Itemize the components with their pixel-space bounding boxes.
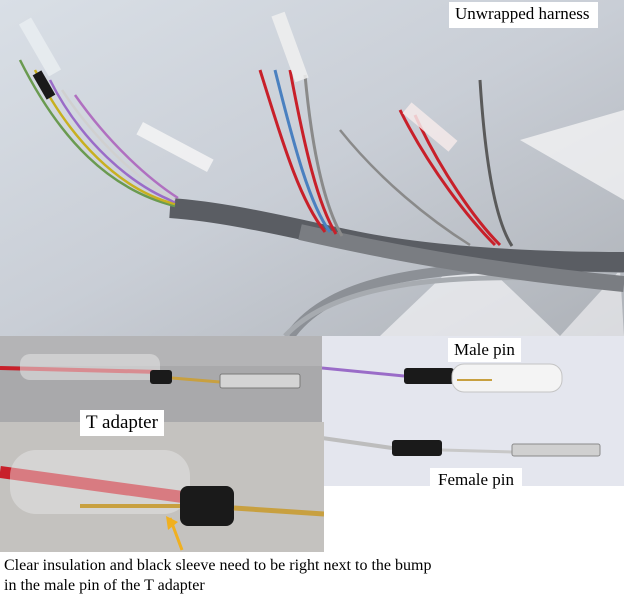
caption-t-adapter: T adapter — [80, 410, 164, 436]
caption-male-pin: Male pin — [448, 338, 521, 362]
t-adapter-photo — [0, 336, 322, 422]
caption-female-pin: Female pin — [430, 468, 523, 492]
caption-unwrapped-harness: Unwrapped harness — [449, 2, 598, 28]
harness-photo — [0, 0, 624, 336]
closeup-photo — [0, 422, 324, 552]
caption-note: Clear insulation and black sleeve need t… — [4, 557, 432, 594]
